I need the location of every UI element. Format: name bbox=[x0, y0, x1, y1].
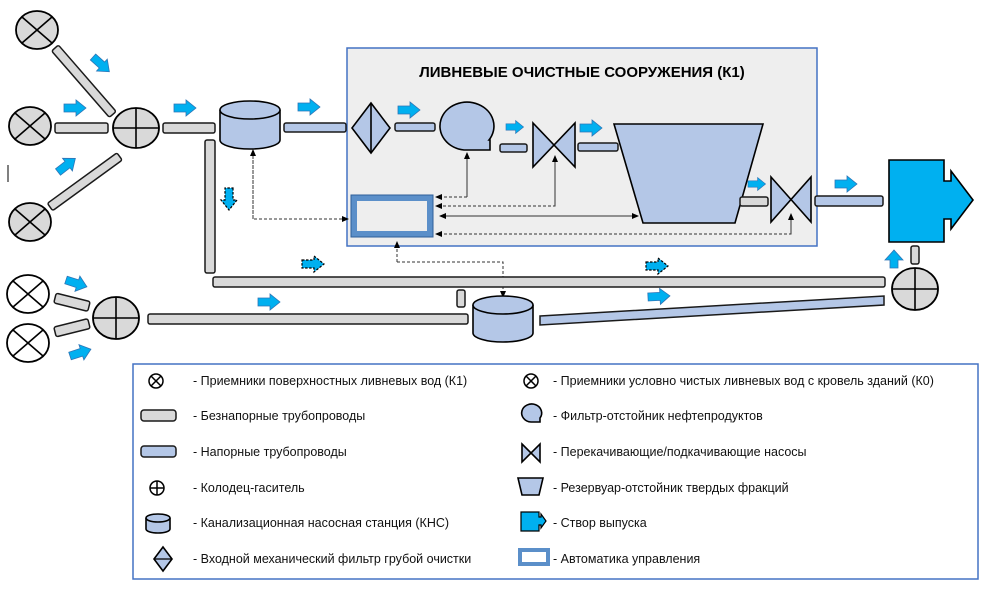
pressure-pipe[interactable] bbox=[814, 195, 884, 207]
legend-label: - Безнапорные трубопроводы bbox=[193, 409, 365, 423]
legend-label: - Колодец-гаситель bbox=[193, 481, 305, 495]
legend-label: - Резервуар-отстойник твердых фракций bbox=[553, 481, 789, 495]
gravity-pipe-bypass[interactable] bbox=[204, 139, 216, 274]
gravity-pipe-stub[interactable] bbox=[910, 245, 920, 265]
legend-box bbox=[132, 363, 979, 580]
gravity-pipe[interactable] bbox=[53, 292, 91, 312]
flow-arrow bbox=[257, 293, 281, 311]
flow-arrow bbox=[67, 341, 94, 365]
settling-tank[interactable] bbox=[612, 123, 765, 224]
facility-title: ЛИВНЕВЫЕ ОЧИСТНЫЕ СООРУЖЕНИЯ (К1) bbox=[419, 64, 745, 81]
gravity-pipe[interactable] bbox=[147, 313, 469, 325]
flow-arrow bbox=[87, 50, 116, 79]
legend-label: - Приемники условно чистых ливневых вод … bbox=[553, 374, 934, 388]
gravity-pipe[interactable] bbox=[739, 196, 769, 207]
gravity-pipe[interactable] bbox=[51, 45, 117, 118]
pump-2[interactable] bbox=[770, 174, 812, 225]
flow-arrow bbox=[884, 249, 904, 269]
flow-arrow-dashed bbox=[645, 256, 669, 276]
receiver-k1-icon bbox=[148, 373, 164, 389]
pressure-pipe[interactable] bbox=[283, 122, 347, 133]
legend-label: - Напорные трубопроводы bbox=[193, 445, 347, 459]
receiver-k0-top[interactable] bbox=[6, 274, 50, 314]
outlet-icon bbox=[520, 511, 547, 532]
flow-arrow bbox=[63, 99, 87, 117]
settling-tank-icon bbox=[516, 477, 545, 496]
pump-icon bbox=[521, 442, 541, 464]
flow-arrow-dashed bbox=[301, 254, 325, 274]
legend-label: - Приемники поверхностных ливневых вод (… bbox=[193, 374, 467, 388]
damping-well-lower[interactable] bbox=[92, 296, 140, 340]
legend-label: - Перекачивающие/подкачивающие насосы bbox=[553, 445, 807, 459]
control-link bbox=[252, 155, 349, 222]
legend-label: - Входной механический фильтр грубой очи… bbox=[193, 552, 471, 566]
pump-1[interactable] bbox=[532, 121, 576, 169]
oil-filter-icon bbox=[520, 403, 543, 423]
receiver-k0-icon bbox=[523, 373, 539, 389]
legend-label: - Створ выпуска bbox=[553, 516, 647, 530]
legend-label: - Автоматика управления bbox=[553, 552, 700, 566]
pressure-pipe[interactable] bbox=[499, 143, 528, 153]
pump-station-icon bbox=[145, 513, 171, 534]
oil-filter[interactable] bbox=[439, 101, 495, 151]
flow-arrow bbox=[297, 98, 321, 116]
coarse-filter-icon bbox=[153, 545, 173, 573]
automation-icon bbox=[518, 548, 550, 566]
gravity-pipe-bypass[interactable] bbox=[212, 276, 886, 288]
damping-well-icon bbox=[149, 480, 165, 496]
pump-station-upper[interactable] bbox=[219, 100, 281, 150]
receiver-k1-middle[interactable] bbox=[8, 106, 52, 146]
flow-arrow bbox=[647, 287, 671, 306]
legend-label: - Канализационная насосная станция (КНС) bbox=[193, 516, 449, 530]
flow-arrow bbox=[52, 151, 81, 179]
flow-arrow bbox=[63, 271, 90, 295]
gravity-pipe-stub[interactable] bbox=[456, 289, 466, 308]
pressure-pipe-icon bbox=[140, 445, 177, 458]
pressure-pipe[interactable] bbox=[577, 142, 619, 152]
flow-arrow bbox=[173, 99, 197, 117]
gravity-pipe[interactable] bbox=[53, 318, 91, 338]
outlet[interactable] bbox=[888, 159, 975, 243]
receiver-k0-bottom[interactable] bbox=[6, 323, 50, 363]
gravity-pipe[interactable] bbox=[47, 152, 123, 211]
pressure-pipe[interactable] bbox=[394, 122, 436, 132]
gravity-pipe[interactable] bbox=[162, 122, 216, 134]
gravity-pipe-icon bbox=[140, 409, 177, 422]
control-link bbox=[397, 261, 506, 298]
receiver-k1-top[interactable] bbox=[15, 10, 59, 50]
pump-station-lower[interactable] bbox=[472, 295, 534, 343]
flow-arrow bbox=[834, 175, 858, 193]
gravity-pipe[interactable] bbox=[54, 122, 109, 134]
legend-label: - Фильтр-отстойник нефтепродуктов bbox=[553, 409, 763, 423]
coarse-filter[interactable] bbox=[350, 101, 392, 155]
damping-well-outlet[interactable] bbox=[891, 267, 939, 311]
flow-arrow-dashed bbox=[219, 187, 239, 211]
pressure-pipe[interactable] bbox=[539, 295, 885, 326]
automation-control[interactable] bbox=[350, 194, 434, 238]
damping-well-upper[interactable] bbox=[112, 107, 160, 149]
receiver-k1-bottom[interactable] bbox=[8, 202, 52, 242]
